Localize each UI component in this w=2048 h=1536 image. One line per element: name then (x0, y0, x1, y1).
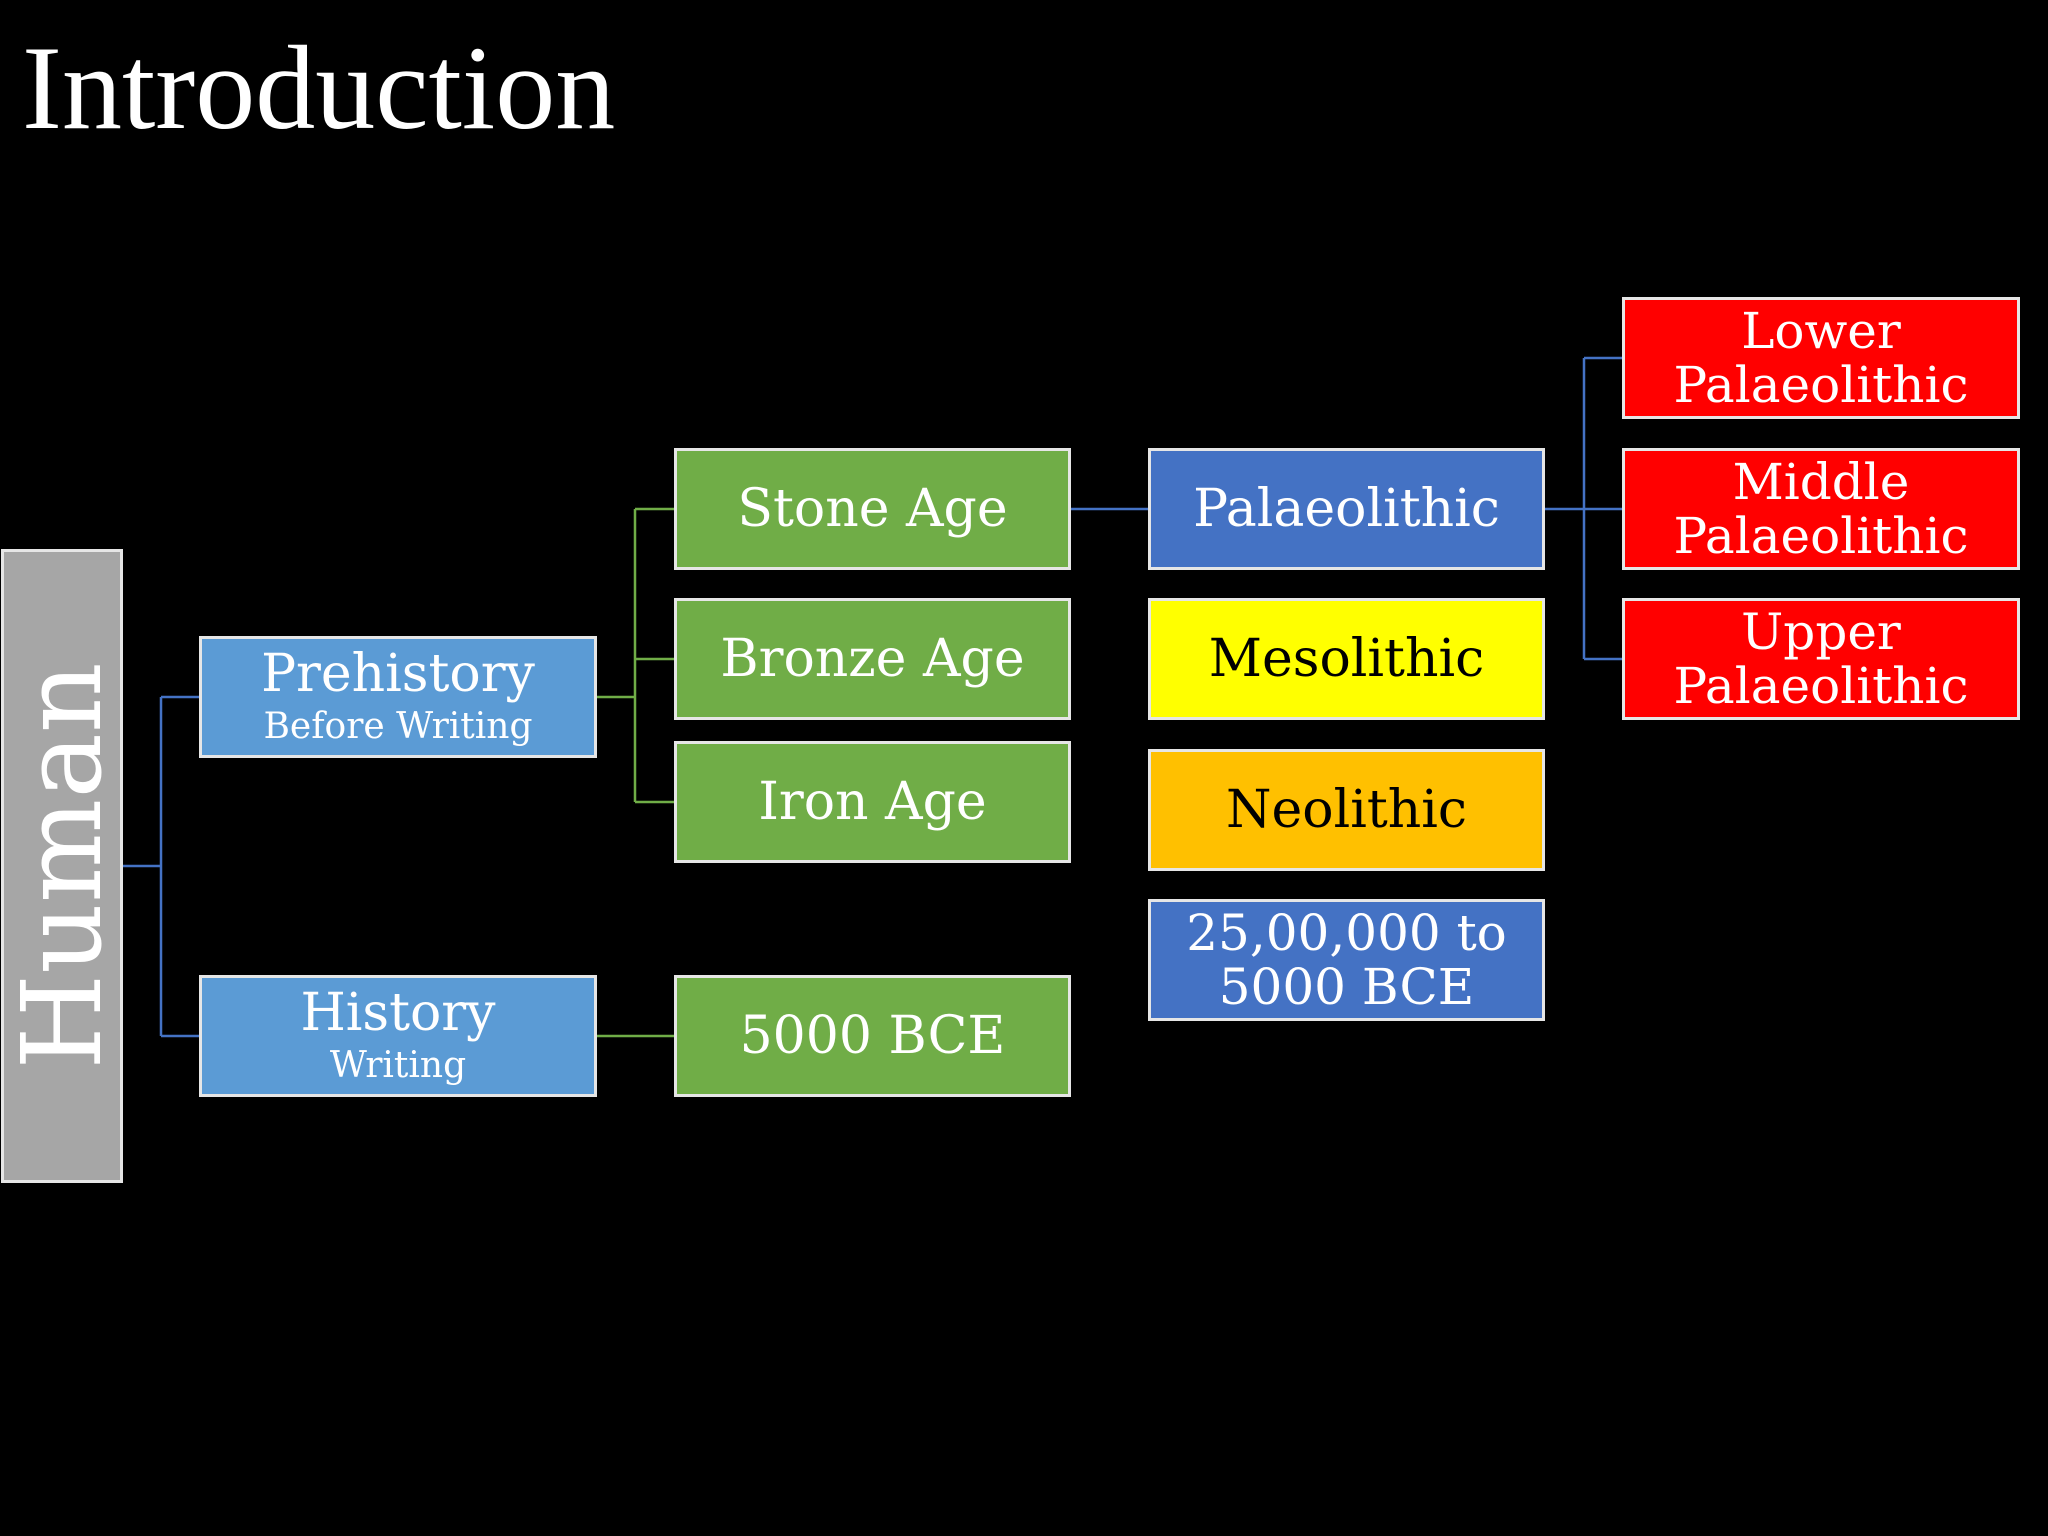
node-human: Human (0, 549, 126, 1183)
node-5000-bce-label: 5000 BCE (739, 1006, 1006, 1066)
node-date-range-line1: 25,00,000 to (1186, 904, 1507, 962)
node-prehistory-label: Prehistory (261, 644, 535, 704)
node-mesolithic-label: Mesolithic (1208, 629, 1485, 689)
connector-prehistory-ages (597, 507, 674, 804)
node-upper-palaeolithic: Upper Palaeolithic (1622, 598, 2020, 720)
node-middle-palaeolithic-line1: Middle (1732, 453, 1910, 511)
node-lower-palaeolithic-line2: Palaeolithic (1673, 356, 1969, 414)
node-bronze-age: Bronze Age (674, 598, 1071, 720)
node-upper-palaeolithic-line2: Palaeolithic (1673, 657, 1969, 715)
node-history: History Writing (199, 975, 597, 1097)
node-stone-age: Stone Age (674, 448, 1071, 570)
connector-human-eras (123, 695, 199, 1038)
node-middle-palaeolithic: Middle Palaeolithic (1622, 448, 2020, 570)
node-neolithic-label: Neolithic (1226, 780, 1467, 840)
slide-title: Introduction (22, 21, 616, 154)
node-iron-age-label: Iron Age (758, 772, 987, 832)
node-history-label: History (300, 983, 496, 1043)
node-stone-age-label: Stone Age (737, 479, 1008, 539)
node-lower-palaeolithic: Lower Palaeolithic (1622, 297, 2020, 419)
node-middle-palaeolithic-line2: Palaeolithic (1673, 507, 1969, 565)
node-lower-palaeolithic-line1: Lower (1741, 302, 1901, 360)
node-palaeolithic: Palaeolithic (1148, 448, 1545, 570)
connector-palaeolithic-subperiods (1545, 356, 1622, 661)
node-mesolithic: Mesolithic (1148, 598, 1545, 720)
node-date-range: 25,00,000 to 5000 BCE (1148, 899, 1545, 1021)
node-human-label: Human (0, 662, 126, 1070)
node-5000-bce: 5000 BCE (674, 975, 1071, 1097)
node-palaeolithic-label: Palaeolithic (1193, 479, 1500, 539)
node-prehistory-sublabel: Before Writing (263, 706, 533, 747)
node-history-sublabel: Writing (329, 1045, 467, 1086)
node-neolithic: Neolithic (1148, 749, 1545, 871)
node-upper-palaeolithic-line1: Upper (1741, 603, 1901, 661)
node-prehistory: Prehistory Before Writing (199, 636, 597, 758)
node-iron-age: Iron Age (674, 741, 1071, 863)
node-bronze-age-label: Bronze Age (720, 629, 1025, 689)
node-date-range-line2: 5000 BCE (1218, 958, 1475, 1016)
